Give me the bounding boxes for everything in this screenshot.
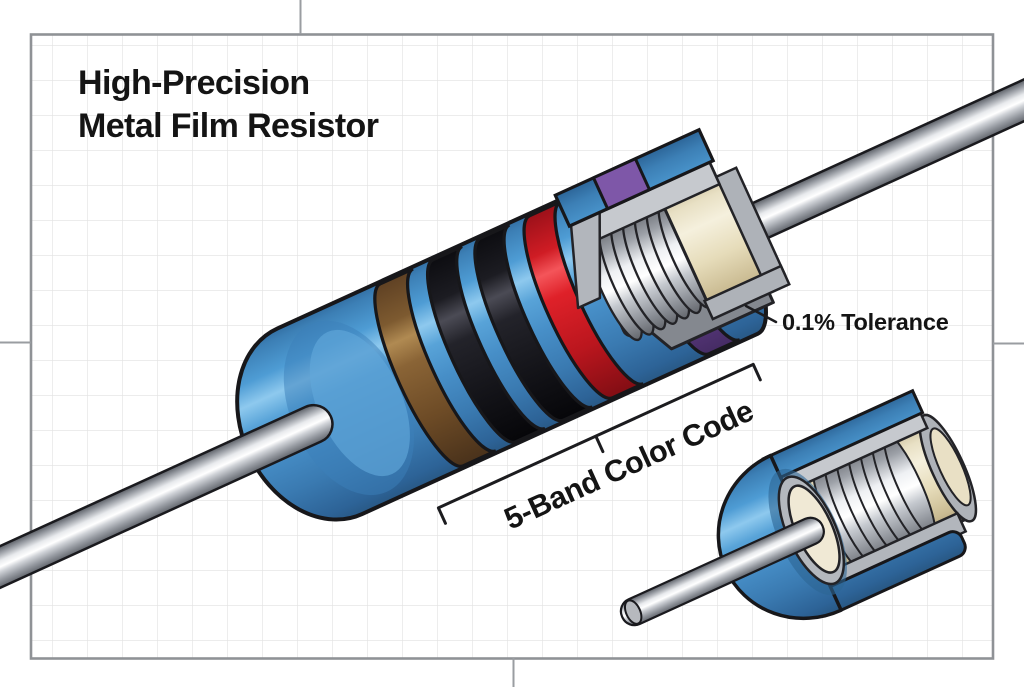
detail-lead-wire [619, 516, 825, 627]
dimension-bracket [436, 362, 762, 525]
endcap-detail [619, 388, 978, 627]
dome-shade-inner [309, 329, 410, 477]
detail-endcap-core-face [929, 427, 972, 507]
detail-wire-tip [623, 599, 643, 625]
rim-violet-band [591, 156, 652, 211]
page-title-line-2: Metal Film Resistor [78, 107, 379, 145]
frame-border [29, 33, 995, 660]
lead-wire-left [0, 403, 334, 617]
color-band-black-1 [426, 245, 546, 444]
tolerance-label: 0.1% Tolerance [782, 309, 949, 335]
color-band-brown [373, 267, 497, 468]
tolerance-leader-line [744, 304, 778, 324]
page-title: High-Precision Metal Film Resistor [78, 62, 379, 148]
color-band-red [522, 200, 645, 400]
color-band-black-2 [473, 223, 594, 423]
metal-cap-bracket-bottom [702, 264, 791, 321]
page-title-line-1: High-Precision [78, 64, 310, 102]
